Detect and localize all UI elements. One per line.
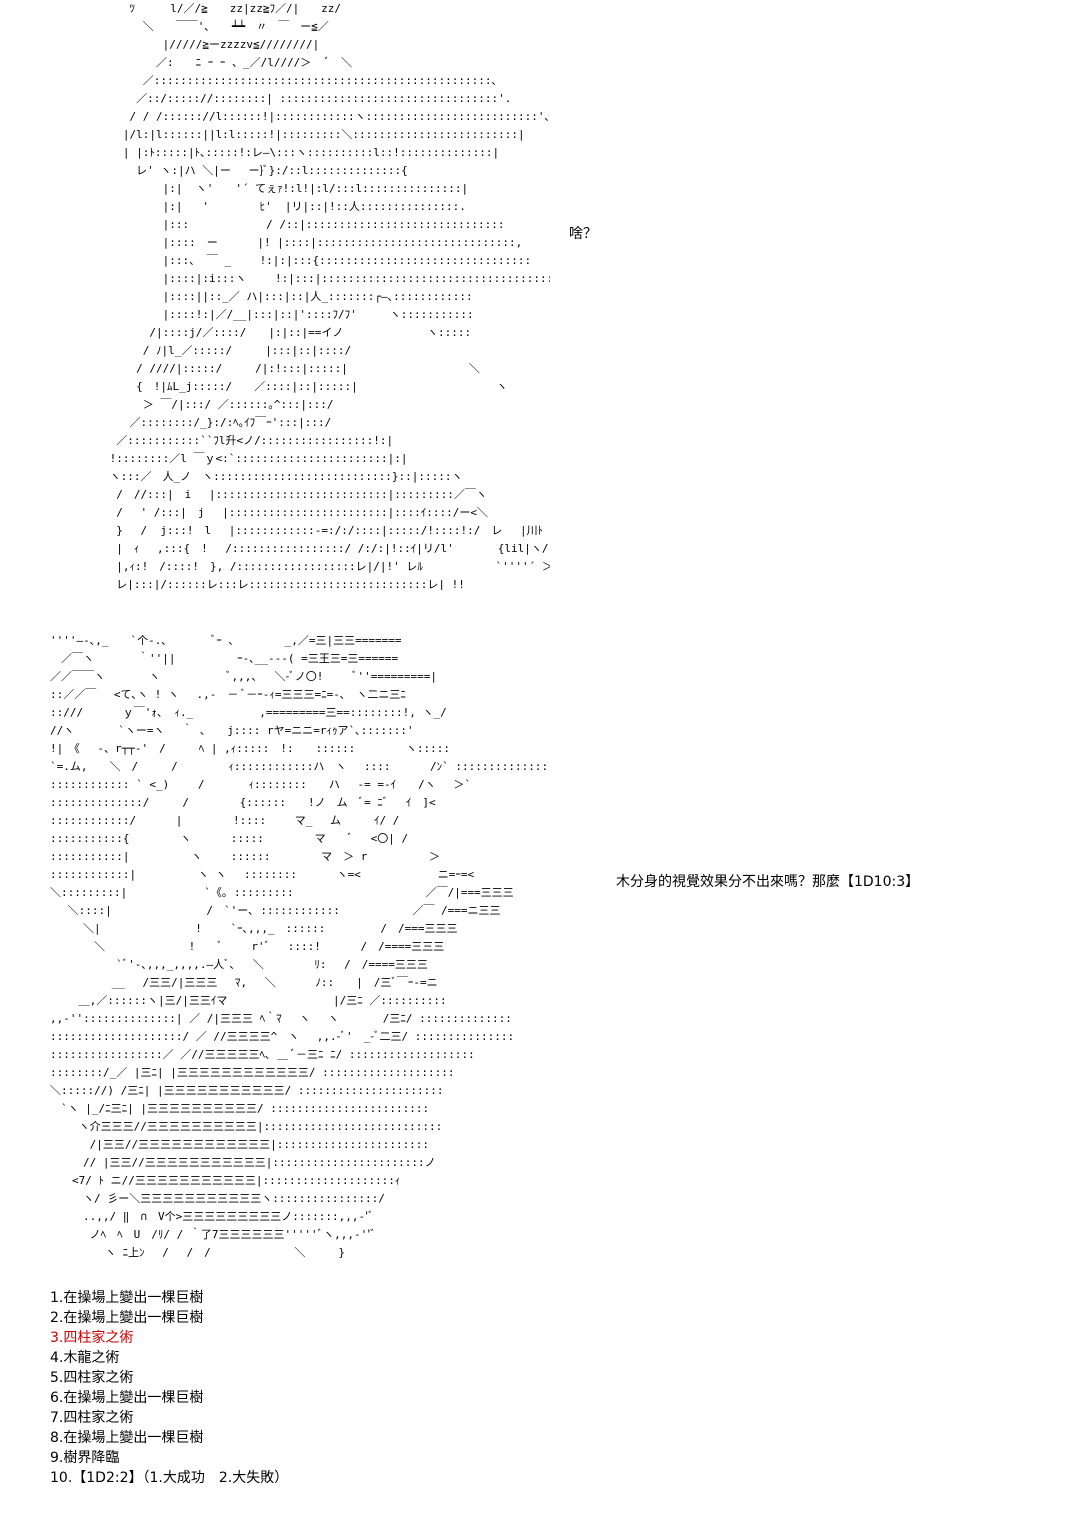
- caption-what: 啥？: [569, 226, 597, 242]
- option-item: 9.樹界降臨: [50, 1450, 120, 1466]
- option-item: 10.【1D2:2】（1.大成功 2.大失敗）: [50, 1470, 289, 1486]
- option-item: 6.在操場上變出一棵巨樹: [50, 1390, 204, 1406]
- option-item: 2.在操場上變出一棵巨樹: [50, 1310, 204, 1326]
- option-item-selected: 3.四柱家之術: [50, 1330, 134, 1346]
- ascii-art-tree-scene: ''''―-､,_ `个-.､ ﾞｰ ､ _,／=三|三三======= ／￣ヽ…: [50, 634, 549, 1259]
- ascii-art-character: ﾂ l/／/≧ zz|zz≧ﾌ／/| zz/ ＼ ￣￣'､ ┷┷ 〃 ￣ ー≦／…: [109, 2, 550, 590]
- option-item: 1.在操場上變出一棵巨樹: [50, 1290, 204, 1306]
- option-list: 1.在操場上變出一棵巨樹 2.在操場上變出一棵巨樹 3.四柱家之術 4.木龍之術…: [50, 1288, 288, 1488]
- caption-dice-roll: 木分身的視覺效果分不出來嗎？那麼【1D10:3】: [616, 874, 920, 890]
- option-item: 7.四柱家之術: [50, 1410, 134, 1426]
- option-item: 5.四柱家之術: [50, 1370, 134, 1386]
- option-item: 4.木龍之術: [50, 1350, 120, 1366]
- option-item: 8.在操場上變出一棵巨樹: [50, 1430, 204, 1446]
